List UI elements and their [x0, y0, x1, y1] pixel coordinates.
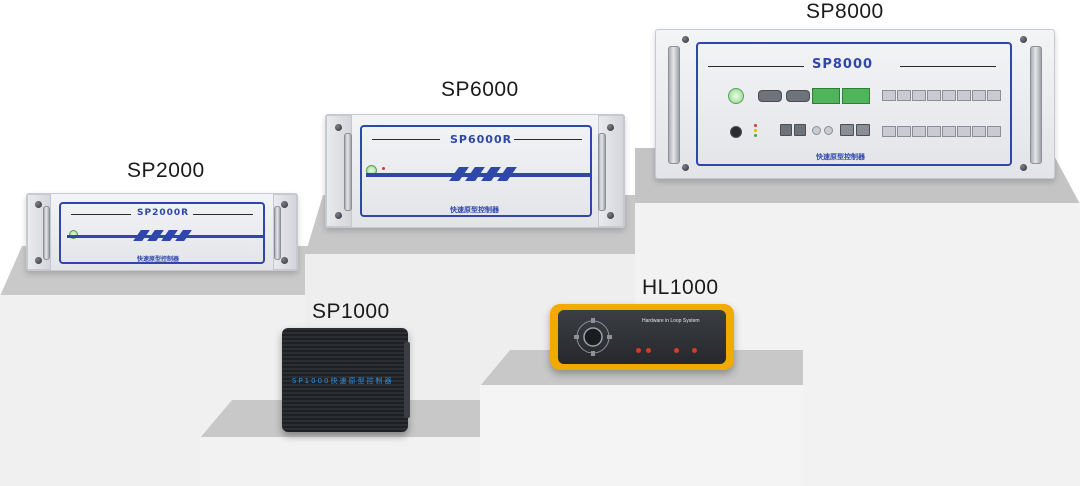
- sp1000-device: SP1000快速原型控制器: [282, 328, 410, 432]
- sp8000-left-handle: [668, 46, 680, 164]
- serial-port: [758, 90, 782, 102]
- status-led: [646, 348, 651, 353]
- sp6000-model-text: SP6000R: [450, 133, 513, 146]
- pedestal-small-left-front: [200, 437, 490, 486]
- status-led: [754, 129, 757, 132]
- terminal-block: [842, 88, 870, 104]
- bnc-in: [812, 126, 821, 135]
- sfp-port: [794, 124, 806, 136]
- fiber-port: [897, 126, 911, 137]
- screw: [607, 212, 614, 219]
- fiber-port: [882, 90, 896, 101]
- sfp-port: [780, 124, 792, 136]
- screw: [1020, 164, 1027, 171]
- hl1000-label: HL1000: [642, 276, 719, 299]
- fiber-port: [957, 126, 971, 137]
- lan-port: [840, 124, 854, 136]
- screw: [1020, 36, 1027, 43]
- pedestal-small-right-front: [480, 385, 803, 486]
- screw: [335, 124, 342, 131]
- sp2000-device: SP2000R 快速原型控制器: [26, 193, 298, 271]
- sp6000-left-handle: [344, 133, 352, 211]
- sp8000-model-text: SP8000: [812, 57, 874, 72]
- panel-line: [900, 66, 996, 67]
- hl1000-device: Hardware in Loop System: [550, 304, 734, 370]
- fiber-port: [897, 90, 911, 101]
- panel-line: [372, 139, 440, 140]
- sp6000-label: SP6000: [441, 78, 519, 101]
- fiber-port: [987, 126, 1001, 137]
- sp8000-brand: 快速原型控制器: [816, 154, 865, 161]
- sp2000-left-handle: [43, 206, 50, 260]
- rotary-knob-icon: [574, 318, 612, 356]
- terminal-block: [812, 88, 840, 104]
- fiber-port: [912, 90, 926, 101]
- sp1000-label: SP1000: [312, 300, 390, 323]
- sp1000-side-connector: [404, 342, 410, 418]
- on-off-indicator: [728, 88, 744, 104]
- hl1000-face: Hardware in Loop System: [558, 310, 726, 364]
- panel-line: [708, 66, 804, 67]
- screw: [335, 212, 342, 219]
- sp8000-label: SP8000: [806, 0, 884, 23]
- fiber-port: [972, 90, 986, 101]
- power-button: [730, 126, 742, 138]
- sp2000-model-text: SP2000R: [137, 208, 190, 218]
- panel-line: [193, 214, 253, 215]
- sp2000-front-panel: [59, 202, 265, 264]
- status-led: [636, 348, 641, 353]
- panel-line: [514, 139, 582, 140]
- status-led: [754, 124, 757, 127]
- screw: [35, 201, 42, 208]
- sp6000-front-panel: [360, 125, 592, 217]
- sp8000-right-handle: [1030, 46, 1042, 164]
- fiber-port: [927, 90, 941, 101]
- sp6000-right-handle: [598, 133, 606, 211]
- sp6000-brand: 快速原型控制器: [450, 207, 499, 214]
- fiber-port: [972, 126, 986, 137]
- fiber-port: [927, 126, 941, 137]
- fiber-port: [942, 126, 956, 137]
- sp1000-body-text: SP1000快速原型控制器: [292, 377, 394, 385]
- sp8000-device: SP8000 快速原型控制器: [655, 29, 1055, 179]
- sp2000-right-handle: [274, 206, 281, 260]
- sp8000-front-panel: [696, 42, 1012, 166]
- status-led: [382, 167, 385, 170]
- fiber-port: [912, 126, 926, 137]
- screw: [35, 257, 42, 264]
- hl1000-face-text: Hardware in Loop System: [642, 318, 700, 324]
- lan-port: [856, 124, 870, 136]
- sp2000-brand: 快速原型控制器: [137, 257, 180, 263]
- status-led: [692, 348, 697, 353]
- screw: [281, 201, 288, 208]
- serial-port: [786, 90, 810, 102]
- fiber-port: [957, 90, 971, 101]
- power-led: [69, 230, 78, 239]
- screw: [682, 164, 689, 171]
- sp2000-label: SP2000: [127, 159, 205, 182]
- fiber-port: [987, 90, 1001, 101]
- status-led: [674, 348, 679, 353]
- status-led: [754, 134, 757, 137]
- fiber-port: [882, 126, 896, 137]
- panel-line: [71, 214, 131, 215]
- screw: [281, 257, 288, 264]
- bnc-out: [824, 126, 833, 135]
- sp6000-device: SP6000R 快速原型控制器: [325, 114, 625, 228]
- screw: [682, 36, 689, 43]
- fiber-port: [942, 90, 956, 101]
- screw: [607, 124, 614, 131]
